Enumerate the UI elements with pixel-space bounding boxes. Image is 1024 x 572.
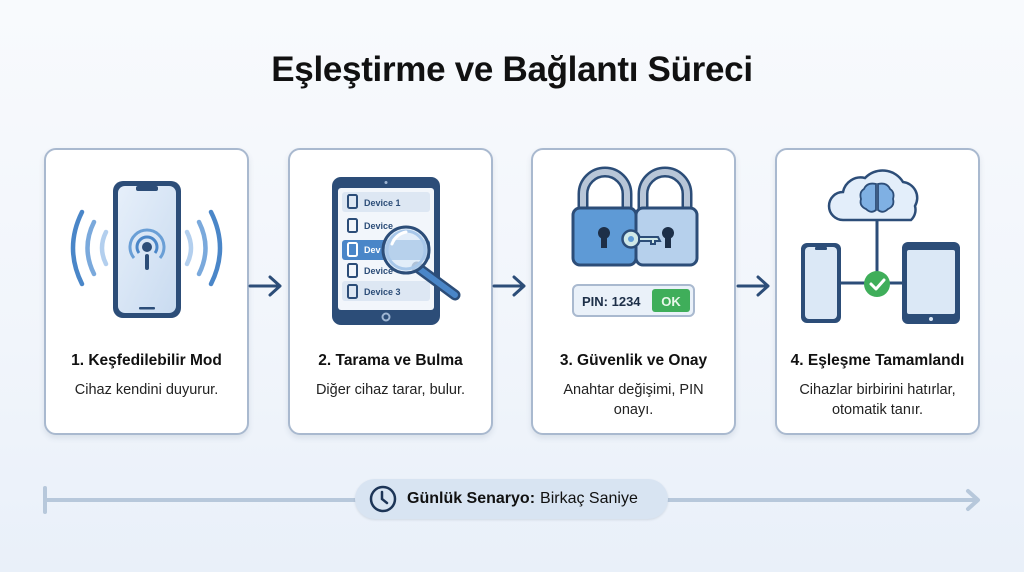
step-title: 3. Güvenlik ve Onay [559, 352, 708, 369]
clock-icon [369, 485, 397, 513]
locks-key-icon: PIN: 1234 OK [571, 166, 699, 317]
timeline-label: Günlük Senaryo: [407, 490, 536, 507]
tablet-scan-icon: Device 1 Device Dev Device Device 3 [332, 177, 461, 325]
step-title: 1. Keşfedilebilir Mod [71, 352, 222, 369]
step-title: 2. Tarama ve Bulma [318, 352, 463, 369]
step-card-1: 1. Keşfedilebilir Mod Cihaz kendini duyu… [44, 148, 249, 435]
arrow-right-icon [492, 275, 526, 297]
svg-text:PIN: 1234: PIN: 1234 [582, 294, 641, 309]
svg-text:Device 3: Device 3 [364, 287, 401, 297]
step-card-2: Device 1 Device Dev Device Device 3 2. T… [288, 148, 493, 435]
step-card-4: 4. Eşleşme Tamamlandı Cihazlar birbirini… [775, 148, 980, 435]
arrow-right-icon [736, 275, 770, 297]
step-card-3: PIN: 1234 OK 3. Güvenlik ve Onay Anahtar… [531, 148, 736, 435]
step-description: Diğer cihaz tarar, bulur. [315, 382, 466, 398]
svg-text:Device: Device [364, 266, 393, 276]
step-title: 4. Eşleşme Tamamlandı [790, 352, 965, 369]
page-title: Eşleştirme ve Bağlantı Süreci [271, 50, 753, 89]
cloud-devices-icon [801, 169, 960, 324]
arrow-right-icon [248, 275, 282, 297]
svg-text:Dev: Dev [364, 245, 381, 255]
step-description: Cihazlar birbirini hatırlar, otomatik ta… [799, 382, 956, 418]
step-description: Cihaz kendini duyurur. [74, 382, 219, 398]
timeline-badge: Günlük Senaryo: Birkaç Saniye [355, 479, 668, 519]
svg-text:Device: Device [364, 221, 393, 231]
phone-broadcast-icon [70, 181, 223, 318]
svg-text:Device 1: Device 1 [364, 198, 401, 208]
timeline-value: Birkaç Saniye [540, 490, 638, 507]
step-description: Anahtar değişimi, PIN onayı. [563, 382, 704, 418]
svg-text:OK: OK [661, 294, 681, 309]
